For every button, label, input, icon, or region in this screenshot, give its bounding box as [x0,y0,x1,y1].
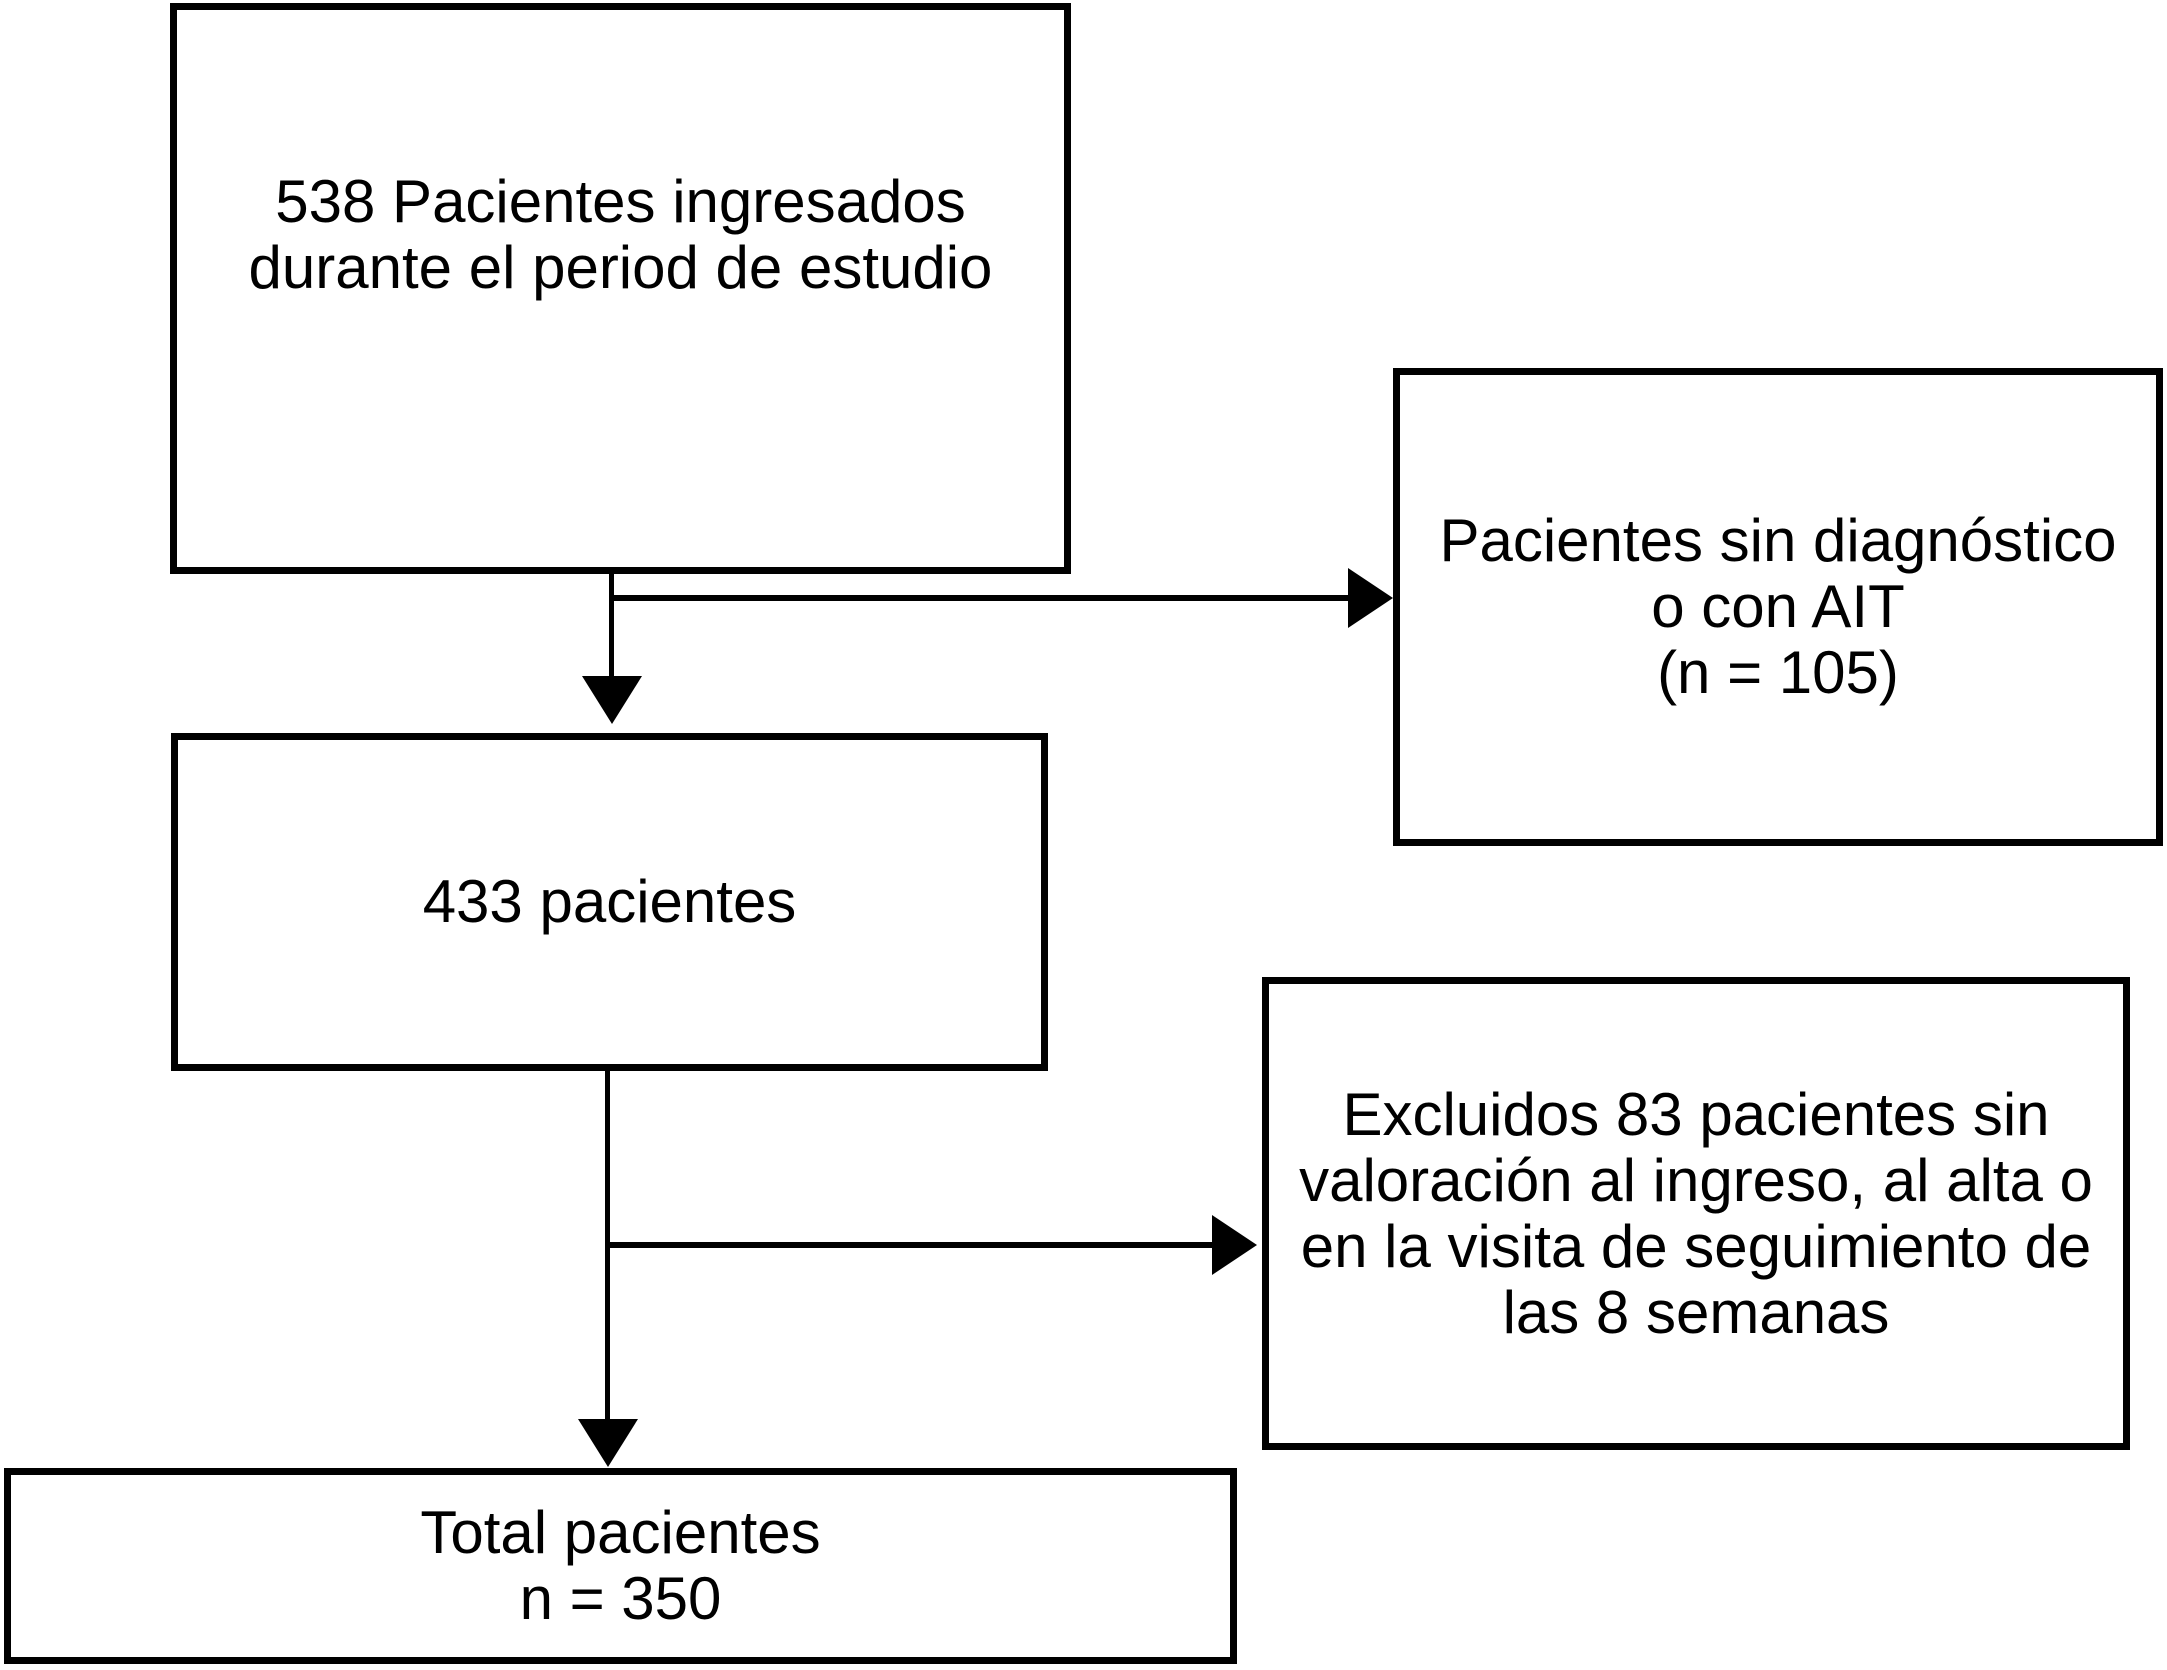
box-pacientes-sin-diagnostico: Pacientes sin diagnóstico o con AIT (n =… [1393,368,2163,846]
box-total-pacientes: Total pacientes n = 350 [4,1468,1237,1664]
box-538-pacientes-ingresados: 538 Pacientes ingresados durante el peri… [170,3,1071,574]
arrowhead-right-into-excluidos-icon [1212,1215,1257,1275]
connector-line-branch-to-sin-diagnostico [612,595,1355,601]
box-433-pacientes: 433 pacientes [171,733,1048,1071]
arrowhead-right-into-sin-diagnostico-icon [1348,568,1393,628]
arrowhead-down-into-433-icon [582,676,642,724]
box-excluidos-text-line-1: Excluidos 83 pacientes sin [1342,1080,2050,1148]
box-sin-diagnostico-text-line-3: (n = 105) [1657,639,1899,706]
box-sin-diagnostico-text-line-1: Pacientes sin diagnóstico [1439,507,2117,574]
connector-line-branch-to-excluidos [608,1242,1215,1248]
connector-line-433-to-total [605,1071,610,1423]
box-excluidos-text-line-4: las 8 semanas [1502,1278,1890,1346]
box-433-text-line-1: 433 pacientes [422,868,797,935]
box-excluidos-text-line-3: en la visita de seguimiento de [1300,1212,2092,1280]
box-total-text-line-2: n = 350 [519,1565,722,1632]
box-538-text-line-2: durante el period de estudio [248,234,993,301]
arrowhead-down-into-total-icon [578,1419,638,1467]
connector-line-538-to-433 [609,574,614,679]
box-excluidos-text-line-2: valoración al ingreso, al alta o [1299,1146,2093,1214]
box-538-text-line-1: 538 Pacientes ingresados [275,168,966,235]
box-sin-diagnostico-text-line-2: o con AIT [1651,573,1905,640]
box-total-text-line-1: Total pacientes [420,1499,821,1566]
box-excluidos-83-pacientes: Excluidos 83 pacientes sin valoración al… [1262,977,2130,1450]
